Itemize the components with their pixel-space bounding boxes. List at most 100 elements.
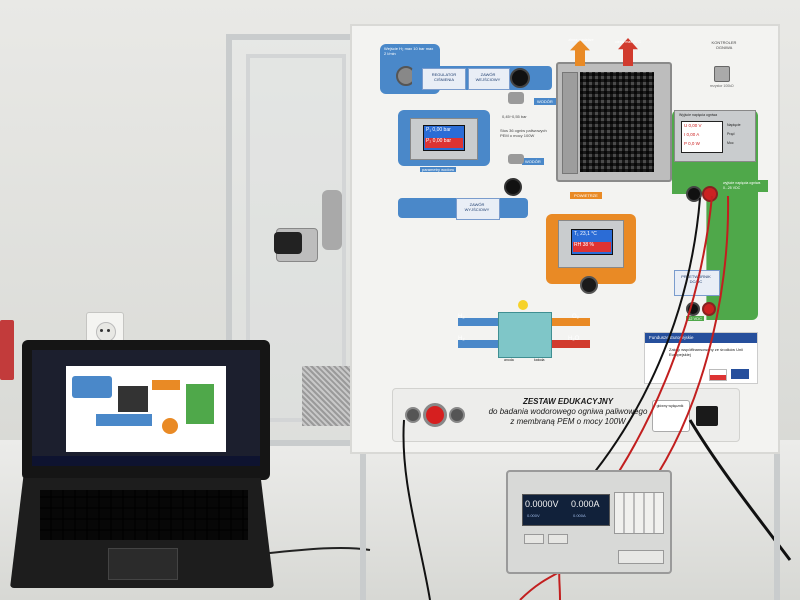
diagram-o2-arrow <box>552 318 590 326</box>
valve-out-label: ZAWÓR WYJŚCIOWY <box>464 202 490 212</box>
diagram-h2o: H₂O <box>568 336 580 342</box>
psu-terminals[interactable] <box>618 550 664 564</box>
diagram-h2o-arrow <box>552 340 590 348</box>
diagram-anode: anoda <box>504 358 514 362</box>
output-voltage-label: wyjście napięcia ogniwa 0...25 VDC <box>722 180 768 192</box>
diagram-membrane <box>498 312 552 358</box>
funds-title: Fundusze Europejskie <box>649 335 694 340</box>
pl-flag <box>709 369 727 381</box>
lower-frame <box>360 454 780 600</box>
pressure-line1: P₁ 0,00 bar <box>426 127 451 133</box>
diagram-o2: O₂ <box>572 314 579 320</box>
terminal-red-1[interactable] <box>702 186 718 202</box>
cold-air-label: zimne powietrze <box>568 38 594 42</box>
diagram-cathode: katoda <box>534 358 545 362</box>
title-line1: ZESTAW EDUKACYJNY <box>522 397 614 406</box>
principle-diagram: H₂ H₂ O₂ H₂O anoda katoda <box>448 300 598 384</box>
switch-knob[interactable] <box>405 407 421 423</box>
red-arrow-heat-out <box>618 38 638 66</box>
tube-fitting-top <box>508 92 524 104</box>
diagram-bulb-icon <box>518 300 528 310</box>
regulator-label-box <box>422 68 466 90</box>
pressure-sensors-label: parametry wodoru <box>420 167 457 172</box>
eu-flag <box>731 369 749 379</box>
fuel-cell-stack <box>556 62 672 182</box>
laptop-app-window <box>66 366 226 452</box>
output-meter-title: Wyjście napięcia ogniwa <box>679 113 718 117</box>
air-lcd: T₁ 23,1 °C RH 38 % <box>571 229 613 255</box>
output-lcd: U 0,00 V I 0,00 A P 0,0 W <box>681 121 723 153</box>
laptop-keyboard[interactable] <box>40 490 248 540</box>
psu-button-2[interactable] <box>548 534 568 544</box>
air-line1: T₁ 23,1 °C <box>574 231 597 237</box>
psu-current-sub: 0.000A <box>573 513 586 518</box>
gas-cylinder-valve <box>322 190 342 250</box>
power-socket[interactable] <box>696 406 718 426</box>
main-switch-red[interactable] <box>423 403 447 427</box>
controller-connector[interactable] <box>714 66 730 82</box>
regulator-label: REGULATOR CIŚNIENIA <box>431 72 457 82</box>
fan-knob[interactable] <box>580 276 598 294</box>
laptop-screen-bezel <box>22 340 270 480</box>
valve-out-knob[interactable] <box>504 178 522 196</box>
funds-box: Fundusze Europejskie Zakup współfinansow… <box>644 332 758 384</box>
psu-current: 0.000A <box>571 499 600 509</box>
output-line3: P 0,0 W <box>684 141 700 146</box>
pressure-line2: P₂ 0,00 bar <box>426 138 452 144</box>
pressure-lcd: P₁ 0,00 bar P₂ 0,00 bar <box>423 125 465 151</box>
psu-display: 0.0000V 0.000A 0.000V 0.000A <box>522 494 610 526</box>
controller-label: KONTROLER OGNIWA <box>711 40 737 50</box>
orange-arrow-cold-air <box>570 40 590 66</box>
output-line1: U 0,00 V <box>684 123 702 128</box>
psu-keypad[interactable] <box>614 492 664 534</box>
title-line2: do badania wodorowego ogniwa paliwowego <box>488 407 648 416</box>
diagram-h2-out: H₂ <box>458 336 465 342</box>
output-label-voltage: Napięcie <box>727 123 741 127</box>
output-label-current: Prąd <box>727 132 735 136</box>
air-display: T₁ 23,1 °C RH 38 % <box>558 220 624 268</box>
psu-voltage: 0.0000V <box>525 499 559 509</box>
taskbar <box>32 456 260 466</box>
air-line2: RH 38 % <box>574 242 595 248</box>
wall-box <box>0 320 14 380</box>
power-supply: 0.0000V 0.000A 0.000V 0.000A <box>506 470 672 574</box>
terminal-black-1[interactable] <box>686 186 702 202</box>
main-panel: Wejście H₂ max 10 bar max 2 l/min Wejści… <box>350 24 780 454</box>
bottom-mesh <box>302 366 350 426</box>
psu-button-1[interactable] <box>524 534 544 544</box>
title-box: ZESTAW EDUKACYJNY do badania wodorowego … <box>392 388 740 442</box>
stack-mesh <box>580 72 654 172</box>
diagram-h2-out-arrow <box>458 340 498 348</box>
laptop-screen <box>32 350 260 466</box>
funds-text: Zakup współfinansowany ze środków Unii E… <box>669 347 744 357</box>
stack-description: Stos 36 ogniw paliwowych PEM o mocy 100W <box>500 128 547 138</box>
main-switch-label: główny wyłącznik <box>656 404 684 408</box>
main-switch-box[interactable] <box>652 400 690 432</box>
pressure-range: 0,45÷0,55 bar <box>502 114 527 119</box>
terminal-red-2[interactable] <box>702 302 716 316</box>
stack-end-left <box>562 72 578 174</box>
resistor-label: rezystor 100kΩ <box>710 84 734 88</box>
tube-fitting-bottom <box>508 154 524 164</box>
diagram-h2-in-arrow <box>458 318 498 326</box>
inlet-text: Wejście H₂ max 10 bar max 2 l/min <box>384 46 434 56</box>
title-line3: z membraną PEM o mocy 100W <box>510 417 626 426</box>
psu-voltage-sub: 0.000V <box>527 513 540 518</box>
regulator-knob[interactable] <box>274 232 302 254</box>
diagram-h2-in: H₂ <box>458 314 465 320</box>
converter-label: PRZETWORNIK DC/DC <box>681 274 711 284</box>
label-hydrogen-bottom: WODÓR <box>522 158 544 165</box>
pressure-display: P₁ 0,00 bar P₂ 0,00 bar <box>410 118 478 160</box>
laptop-base <box>10 478 274 588</box>
valve-out-label-box <box>456 198 500 220</box>
laptop-touchpad[interactable] <box>108 548 178 580</box>
valve-in-knob[interactable] <box>510 68 530 88</box>
valve-in-label-box <box>468 68 510 90</box>
valve-in-label: ZAWÓR WEJŚCIOWY <box>475 72 501 82</box>
heat-out-label: ciepło max 45°C <box>615 40 641 44</box>
switch-knob-2[interactable] <box>449 407 465 423</box>
output-meter: Wyjście napięcia ogniwa U 0,00 V I 0,00 … <box>674 110 756 162</box>
air-label: POWIETRZE <box>570 192 602 199</box>
output-line2: I 0,00 A <box>684 132 700 137</box>
label-hydrogen-top: WODÓR <box>534 98 556 105</box>
